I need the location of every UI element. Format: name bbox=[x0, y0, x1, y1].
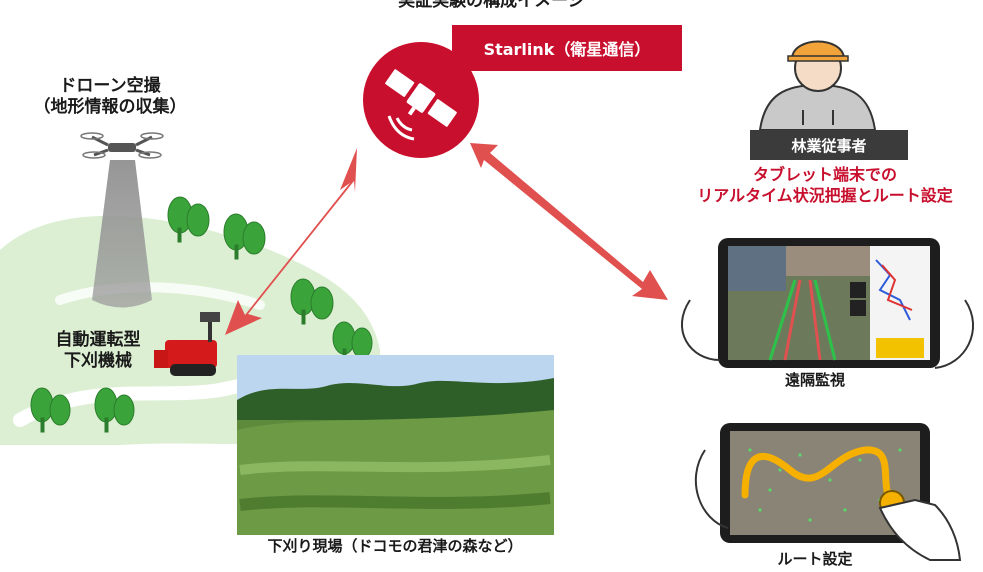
field-photo bbox=[237, 355, 554, 535]
mower-icon bbox=[154, 312, 220, 376]
left-arrow bbox=[225, 148, 357, 335]
tree-group bbox=[30, 196, 373, 433]
diagram-title: 実証実験の構成イメージ bbox=[398, 0, 585, 11]
tree-icon bbox=[290, 278, 334, 325]
tree-icon bbox=[167, 196, 210, 243]
drone-label-line2: （地形情報の収集） bbox=[33, 97, 187, 118]
tree-icon bbox=[30, 387, 71, 433]
tablet-route-icon bbox=[695, 423, 962, 561]
tablet-caption-line1: タブレット端末での bbox=[752, 165, 897, 184]
satellite-icon bbox=[363, 42, 479, 158]
tree-icon bbox=[223, 213, 266, 260]
hill-path-2 bbox=[55, 282, 265, 310]
right-arrow bbox=[470, 143, 668, 300]
drone-label-line1: ドローン空撮 bbox=[59, 76, 161, 96]
route-caption: ルート設定 bbox=[777, 550, 853, 568]
drone-beam bbox=[92, 160, 152, 308]
mower-label-line2: 下刈機械 bbox=[64, 351, 132, 372]
field-caption: 下刈り現場（ドコモの君津の森など） bbox=[267, 537, 523, 555]
mower-label: 自動運転型 下刈機械 bbox=[18, 330, 178, 373]
tree-icon bbox=[94, 387, 135, 433]
starlink-label: Starlink（衛星通信） bbox=[452, 25, 682, 71]
worker-tag: 林業従事者 bbox=[750, 130, 908, 160]
worker-icon bbox=[758, 40, 877, 131]
tablet-caption-line2: リアルタイム状況把握とルート設定 bbox=[697, 185, 953, 205]
mower-label-line1: 自動運転型 bbox=[55, 330, 141, 350]
tablet-monitor-icon bbox=[680, 238, 975, 369]
monitor-caption: 遠隔監視 bbox=[784, 371, 845, 389]
drone-label: ドローン空撮 （地形情報の収集） bbox=[10, 76, 210, 119]
drone-icon bbox=[80, 132, 164, 159]
tablet-caption: タブレット端末での リアルタイム状況把握とルート設定 bbox=[675, 165, 975, 207]
